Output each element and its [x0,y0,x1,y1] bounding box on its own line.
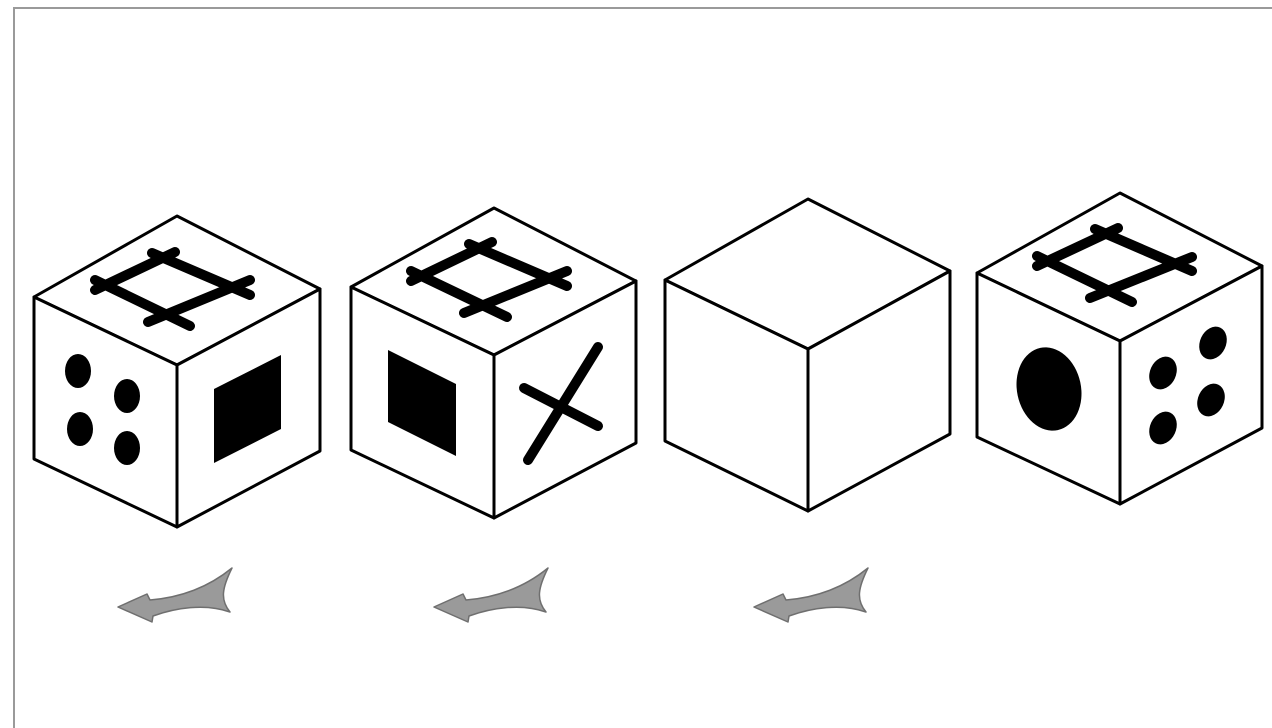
cross-icon [519,342,603,465]
frame-square-icon [90,247,255,331]
cube-1 [32,214,322,529]
cube-2 [349,206,638,520]
frame-square-icon [1032,223,1197,307]
curved-arrow-left-icon [117,567,233,623]
curved-arrow-left-icon [753,567,869,623]
cube-3 [663,197,952,513]
four-dots-icon [65,354,140,465]
cube-4-right-face [1118,264,1264,506]
four-dots-icon [1149,326,1227,445]
filled-square-icon [388,350,456,456]
frame-square-icon [406,237,572,322]
curved-arrow-left-icon [433,567,549,623]
filled-square-icon [214,355,281,463]
cube-4 [975,191,1264,506]
cube-3-right-face [806,269,952,513]
filled-circle-icon [1016,347,1082,431]
outer-frame [13,7,1272,728]
